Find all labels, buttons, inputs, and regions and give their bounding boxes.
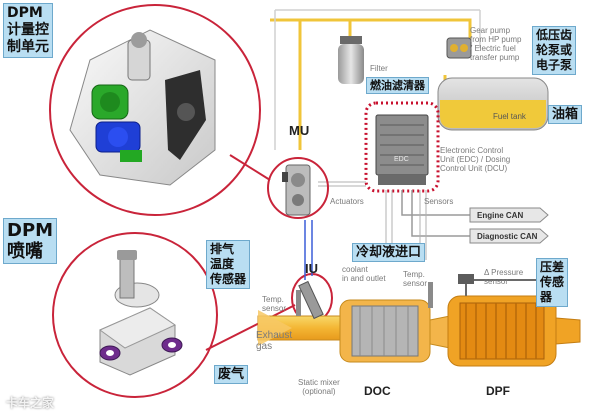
dpf-unit [447,295,581,367]
watermark: 卡车之家 [6,396,55,410]
dpf-label: DPF [486,384,510,398]
ecu-unit [364,101,440,193]
coolant-lines [304,220,313,280]
metering-unit [282,164,311,216]
delta-pressure-label: Δ Pressure sensor [484,268,524,286]
doc-unit [339,299,431,363]
coolant-in-cn-label: 冷却液进口 [352,243,426,262]
fuel-tank-cn-label: 油箱 [548,105,583,124]
gear-pump-label: Gear pump from HP pump / Electric fuel t… [470,26,522,62]
gear-pump [446,37,472,59]
mu-label: MU [289,123,310,138]
fuel-tank-label: Fuel tank [493,112,526,121]
iu-label: IU [305,261,318,276]
temp-sensor-right-probe [428,282,433,308]
fuel-filter [338,36,364,84]
temp-sensor-right-label: Temp. sensor [403,270,428,288]
diagnostic-can-label: Diagnostic CAN [477,232,538,241]
fuel-tank [437,77,549,131]
edc-label: EDC [394,156,409,163]
delta-pressure-cn-label: 压差 传感 器 [536,258,569,307]
exhaust-gas-label: Exhaust gas [256,330,293,352]
injection-unit [298,280,324,320]
exhaust-temp-cn-label: 排气 温度 传感器 [206,240,251,289]
static-mixer-label: Static mixer (optional) [298,378,340,396]
temp-sensor-left-label: Temp. sensor [262,295,287,313]
filter-label: Filter [370,64,388,73]
coolant-in-en-label: coolant in and outlet [342,265,386,283]
callout-lines [205,154,296,351]
sensors-label: Sensors [424,197,454,206]
exhaust-gas-cn-label: 废气 [214,365,249,384]
actuators-label: Actuators [330,197,364,206]
dpm-unit-illustration [69,29,216,186]
doc-dpf-connector [429,315,451,349]
temp-sensor-left-probe [296,290,301,316]
engine-can-label: Engine CAN [477,211,524,220]
can-arrows [401,190,549,244]
fuel-filter-cn-label: 燃油滤清器 [366,77,429,94]
ecu-label: Electronic Control Unit (EDC) / Dosing C… [440,146,511,173]
dpm-nozzle-label: DPM 喷嘴 [3,218,58,264]
low-pressure-pump-cn-label: 低压齿 轮泵或 电子泵 [532,26,577,75]
fuel-lines-thin [274,9,481,150]
doc-label: DOC [364,384,391,398]
dpm-nozzle-illustration [98,250,183,376]
mu-circle [267,157,329,219]
dpm-unit-label: DPM 计量控 制单元 [3,3,53,58]
